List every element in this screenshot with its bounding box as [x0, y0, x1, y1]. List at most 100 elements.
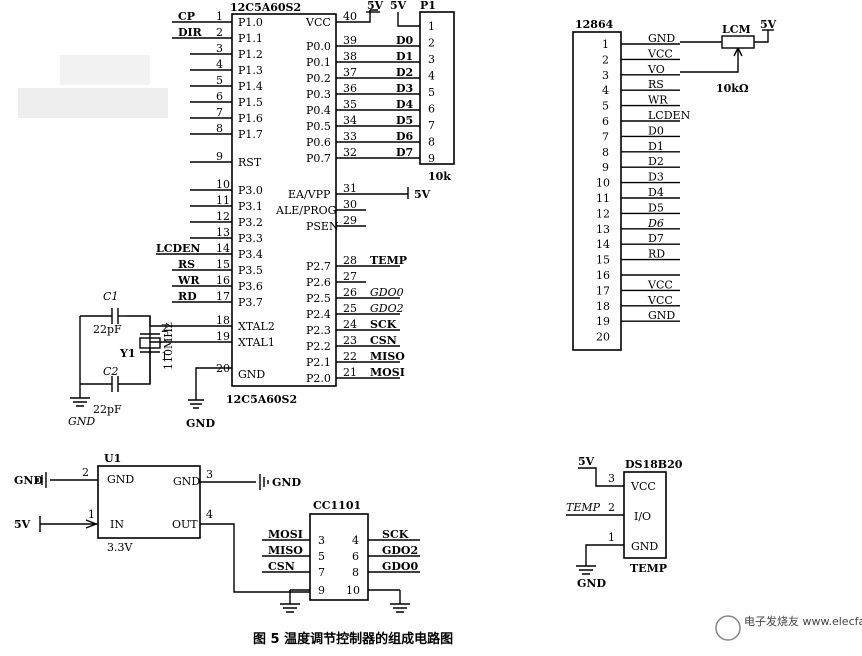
- lcd-pin-label: VCC: [647, 278, 673, 291]
- mcu-right-pin-label: P2.3: [306, 324, 331, 337]
- lcd-pin-num: 15: [596, 254, 610, 267]
- u1-gnd-right: GND: [272, 476, 301, 489]
- mcu-left-pin-num: 19: [216, 330, 230, 343]
- lcd-name: 12864: [575, 18, 614, 31]
- lcd-pin-num: 10: [596, 177, 610, 190]
- p1-pin-num: 8: [428, 136, 435, 149]
- ds-pin1: 1: [608, 531, 615, 544]
- mcu-right-pin-num: 31: [343, 182, 357, 195]
- mcu-gnd: GND: [186, 417, 215, 430]
- watermark-text: 电子发烧友 www.elecfans.com: [744, 614, 862, 628]
- mcu-left-pin-num: 14: [216, 242, 230, 255]
- mcu-right-pin-label: ALE/PROG: [275, 204, 336, 217]
- cc1101-right-pin-num: 6: [352, 550, 359, 563]
- lcd-pot-value: 10kΩ: [716, 82, 749, 95]
- lcd-pin-label: D3: [648, 171, 664, 184]
- ds-temp-net: TEMP: [566, 501, 601, 514]
- cc1101-right-net: SCK: [382, 528, 409, 541]
- mcu-right-pin-num: 36: [343, 82, 357, 95]
- p1-pin-num: 7: [428, 119, 435, 132]
- mcu-right-net: D3: [396, 82, 413, 95]
- lcd-pin-num: 7: [602, 130, 609, 143]
- lcd-pin-label: LCDEN: [648, 109, 691, 122]
- c2-label: C2: [103, 365, 118, 378]
- mcu-left-pin-label: P1.6: [238, 112, 263, 125]
- lcd-pin-label: D1: [648, 140, 664, 153]
- p1-pin-num: 4: [428, 70, 435, 83]
- lcd-pin-label: D7: [648, 232, 664, 245]
- u1-pin1-num: 1: [88, 508, 95, 521]
- mcu-right-pin-label: P0.1: [306, 56, 331, 69]
- mcu-left-net: LCDEN: [156, 242, 200, 255]
- cc1101-left-pin-num: 3: [318, 534, 325, 547]
- crystal-gnd-label: GND: [68, 415, 95, 428]
- cc1101-left-net: CSN: [268, 560, 295, 573]
- mcu-left-pin-label: P1.0: [238, 16, 263, 29]
- lcd-pin-num: 1: [602, 38, 609, 51]
- watermark-logo-icon: [715, 615, 741, 641]
- mcu-right-pin-label: P2.0: [306, 372, 331, 385]
- crystal-pin-1: 1: [161, 350, 168, 363]
- ds-lbl-vcc: VCC: [630, 480, 656, 493]
- lcd-pin-label: GND: [648, 32, 675, 45]
- mcu-right-pin-label: P0.4: [306, 104, 331, 117]
- mcu-right-pin-num: 37: [343, 66, 357, 79]
- ds-pin2: 2: [608, 501, 615, 514]
- mcu-left-pin-label: XTAL2: [238, 320, 275, 333]
- lcd-pin-label: D2: [648, 155, 664, 168]
- cc1101-right-pin-num: 4: [352, 534, 359, 547]
- lcd-pin-num: 17: [596, 284, 610, 297]
- mcu-left-pin-label: P3.5: [238, 264, 263, 277]
- u1-pin-in: IN: [110, 518, 124, 531]
- cc1101-left-pin-num: 9: [318, 584, 325, 597]
- lcd-pin-num: 12: [596, 207, 610, 220]
- mcu-left-pin-label: P3.2: [238, 216, 263, 229]
- mcu-left-pin-label: P1.1: [238, 32, 263, 45]
- mcu-right-pin-num: 32: [343, 146, 357, 159]
- lcd-body: [572, 31, 622, 351]
- cc1101-body: [309, 513, 369, 601]
- mcu-left-pin-num: 11: [216, 194, 230, 207]
- lcd-pin-num: 6: [602, 115, 609, 128]
- mcu-right-pin-num: 24: [343, 318, 357, 331]
- lcd-pin-label: D0: [648, 124, 664, 137]
- figure-caption: 图 5 温度调节控制器的组成电路图: [253, 631, 453, 647]
- mcu-right-pin-num: 29: [343, 214, 357, 227]
- lcd-pin-label: VCC: [647, 294, 673, 307]
- lcd-pin-label: GND: [648, 309, 675, 322]
- lcd-pin-label: WR: [648, 94, 668, 107]
- lcd-pin-label: D4: [648, 186, 664, 199]
- lcd-pin-num: 8: [602, 146, 609, 159]
- mcu-right-pin-num: 33: [343, 130, 357, 143]
- mcu-left-pin-num: 4: [216, 58, 223, 71]
- crystal-freq: 110MHz: [162, 322, 175, 370]
- mcu-right-pin-label: VCC: [305, 16, 331, 29]
- mcu-left-pin-label: P3.1: [238, 200, 263, 213]
- crystal-pin-2: 2: [161, 322, 168, 335]
- lcd-pin-num: 2: [602, 53, 609, 66]
- lcd-pin-num: 19: [596, 315, 610, 328]
- mcu-left-pin-label: P1.5: [238, 96, 263, 109]
- cc1101-right-net: GDO2: [382, 544, 418, 557]
- mcu-right-pin-label: PSEN: [306, 220, 339, 233]
- p1-pin-num: 2: [428, 37, 435, 50]
- mcu-right-pin-num: 25: [343, 302, 357, 315]
- mcu-right-net: D0: [396, 34, 414, 47]
- vcc-5v-a: 5V: [367, 0, 384, 12]
- mcu-right-net: CSN: [370, 334, 397, 347]
- lcd-pin-num: 14: [596, 238, 610, 251]
- mcu-left-net: CP: [178, 10, 195, 23]
- crystal-circuit: C1 22pF C2 22pF Y1 110MHz 2 1 GND: [68, 290, 232, 428]
- mcu-right-pin-label: P2.7: [306, 260, 331, 273]
- mcu-right-pin-label: P0.0: [306, 40, 331, 53]
- c1-label: C1: [103, 290, 118, 303]
- u1-pin-out: OUT: [172, 518, 198, 531]
- cc1101-left-pin-num: 5: [318, 550, 325, 563]
- mcu-left-pin-label: P3.3: [238, 232, 263, 245]
- lcd-pot-label: LCM: [722, 23, 751, 36]
- mcu-right-pin-label: P2.6: [306, 276, 331, 289]
